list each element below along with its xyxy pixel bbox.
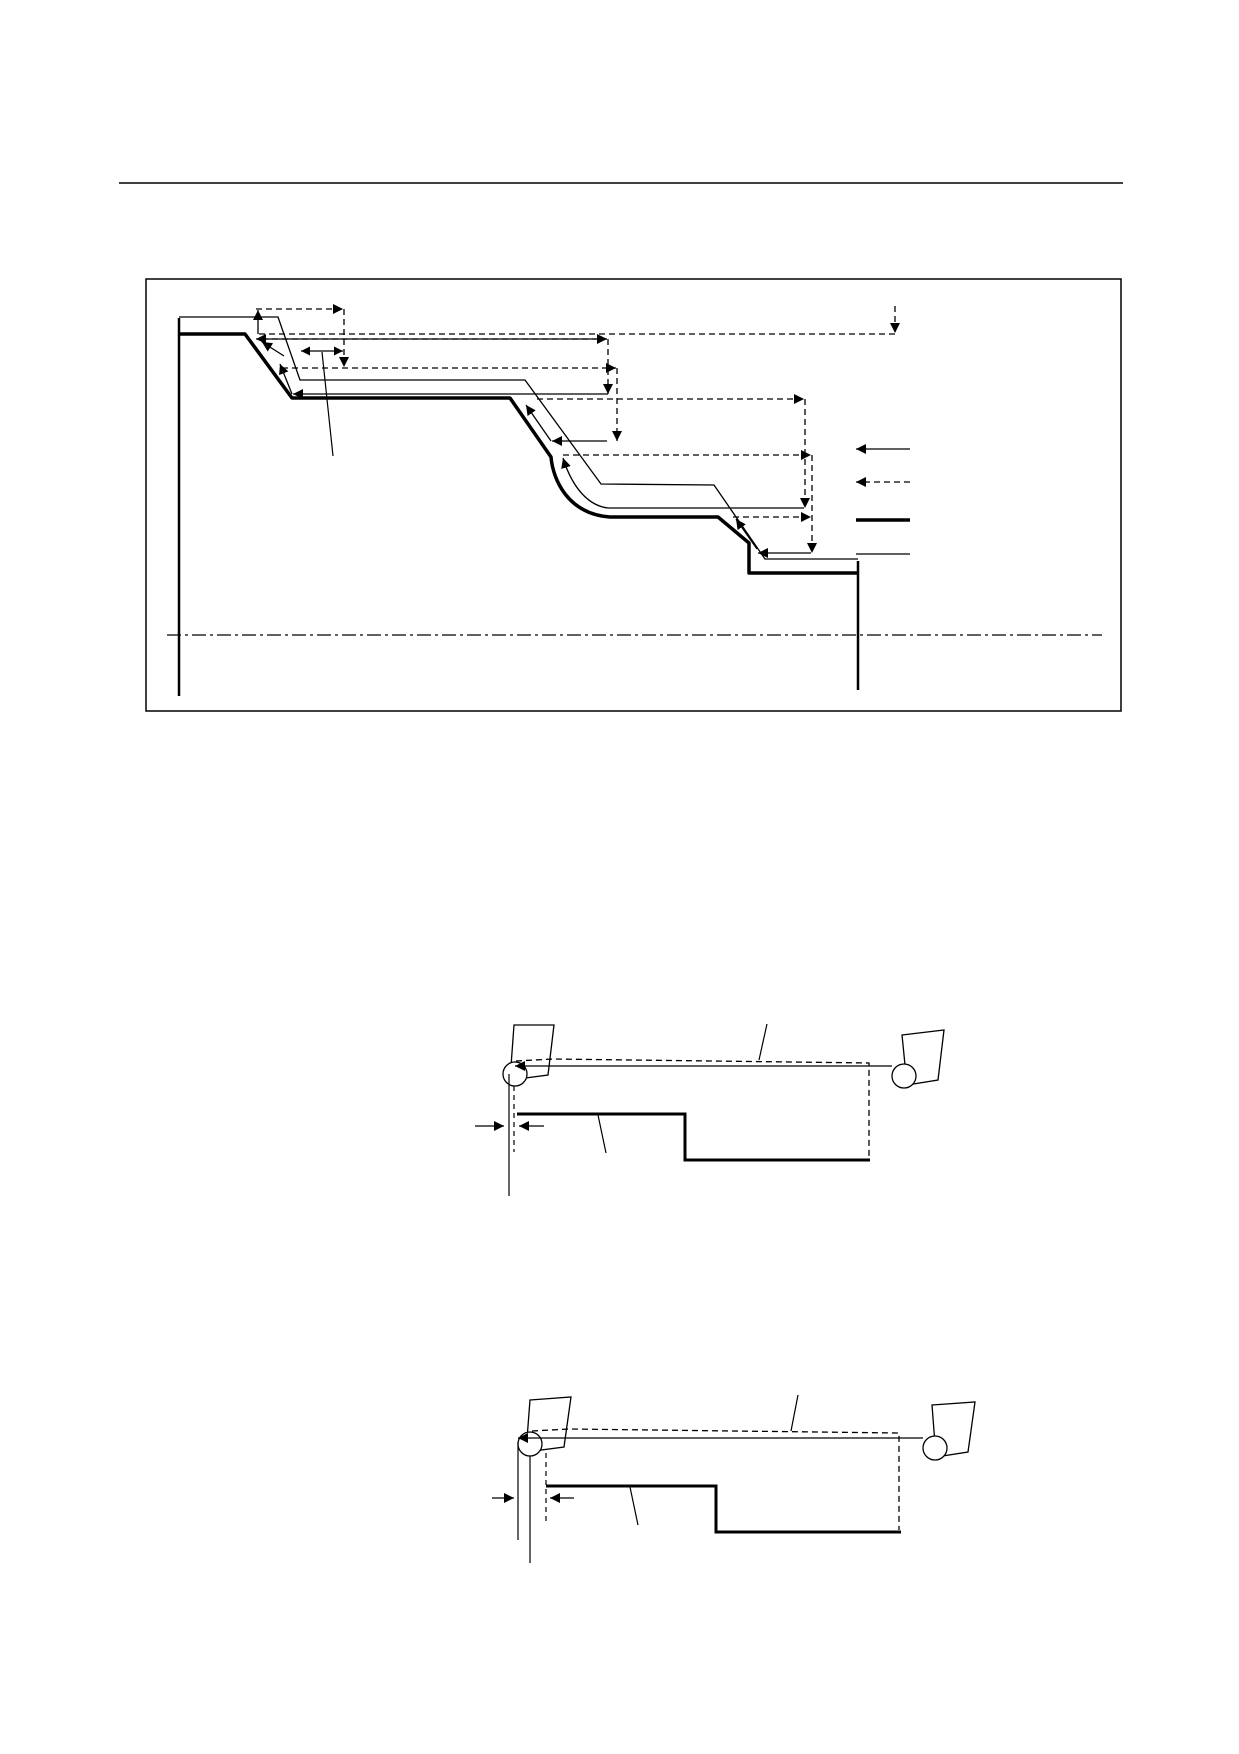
workpiece-profile: [517, 1112, 870, 1162]
figure-frame: [145, 278, 1122, 712]
figure-roughing-cycle: [145, 278, 1122, 712]
cutting-move: [525, 404, 552, 442]
programmed-path: [515, 1058, 870, 1158]
programmed-path: [531, 1428, 900, 1530]
tool-nose-left: [517, 1431, 543, 1457]
cutting-move: [735, 518, 758, 550]
rapid-moves: [256, 304, 900, 553]
workpiece-profile: [546, 1484, 901, 1534]
path-leader: [758, 1023, 768, 1061]
legend: [856, 444, 910, 555]
figure-tool-path-detail-2: [492, 1394, 976, 1563]
depth-of-cut-leader: [321, 351, 334, 457]
tool-nose-right: [891, 1063, 917, 1089]
workpiece-leader: [597, 1114, 607, 1154]
tool-nose-right: [922, 1435, 948, 1461]
cutting-move: [279, 363, 293, 395]
tool-insert-left: [509, 1024, 555, 1081]
figure-tool-path-detail-1: [475, 1023, 945, 1196]
finished-profile: [179, 332, 858, 575]
cutting-move: [561, 457, 804, 509]
cutting-moves: [253, 310, 811, 558]
path-leader: [790, 1394, 799, 1432]
workpiece-leader: [629, 1486, 639, 1526]
cutting-move: [261, 341, 285, 357]
allowance-profile: [179, 316, 858, 560]
